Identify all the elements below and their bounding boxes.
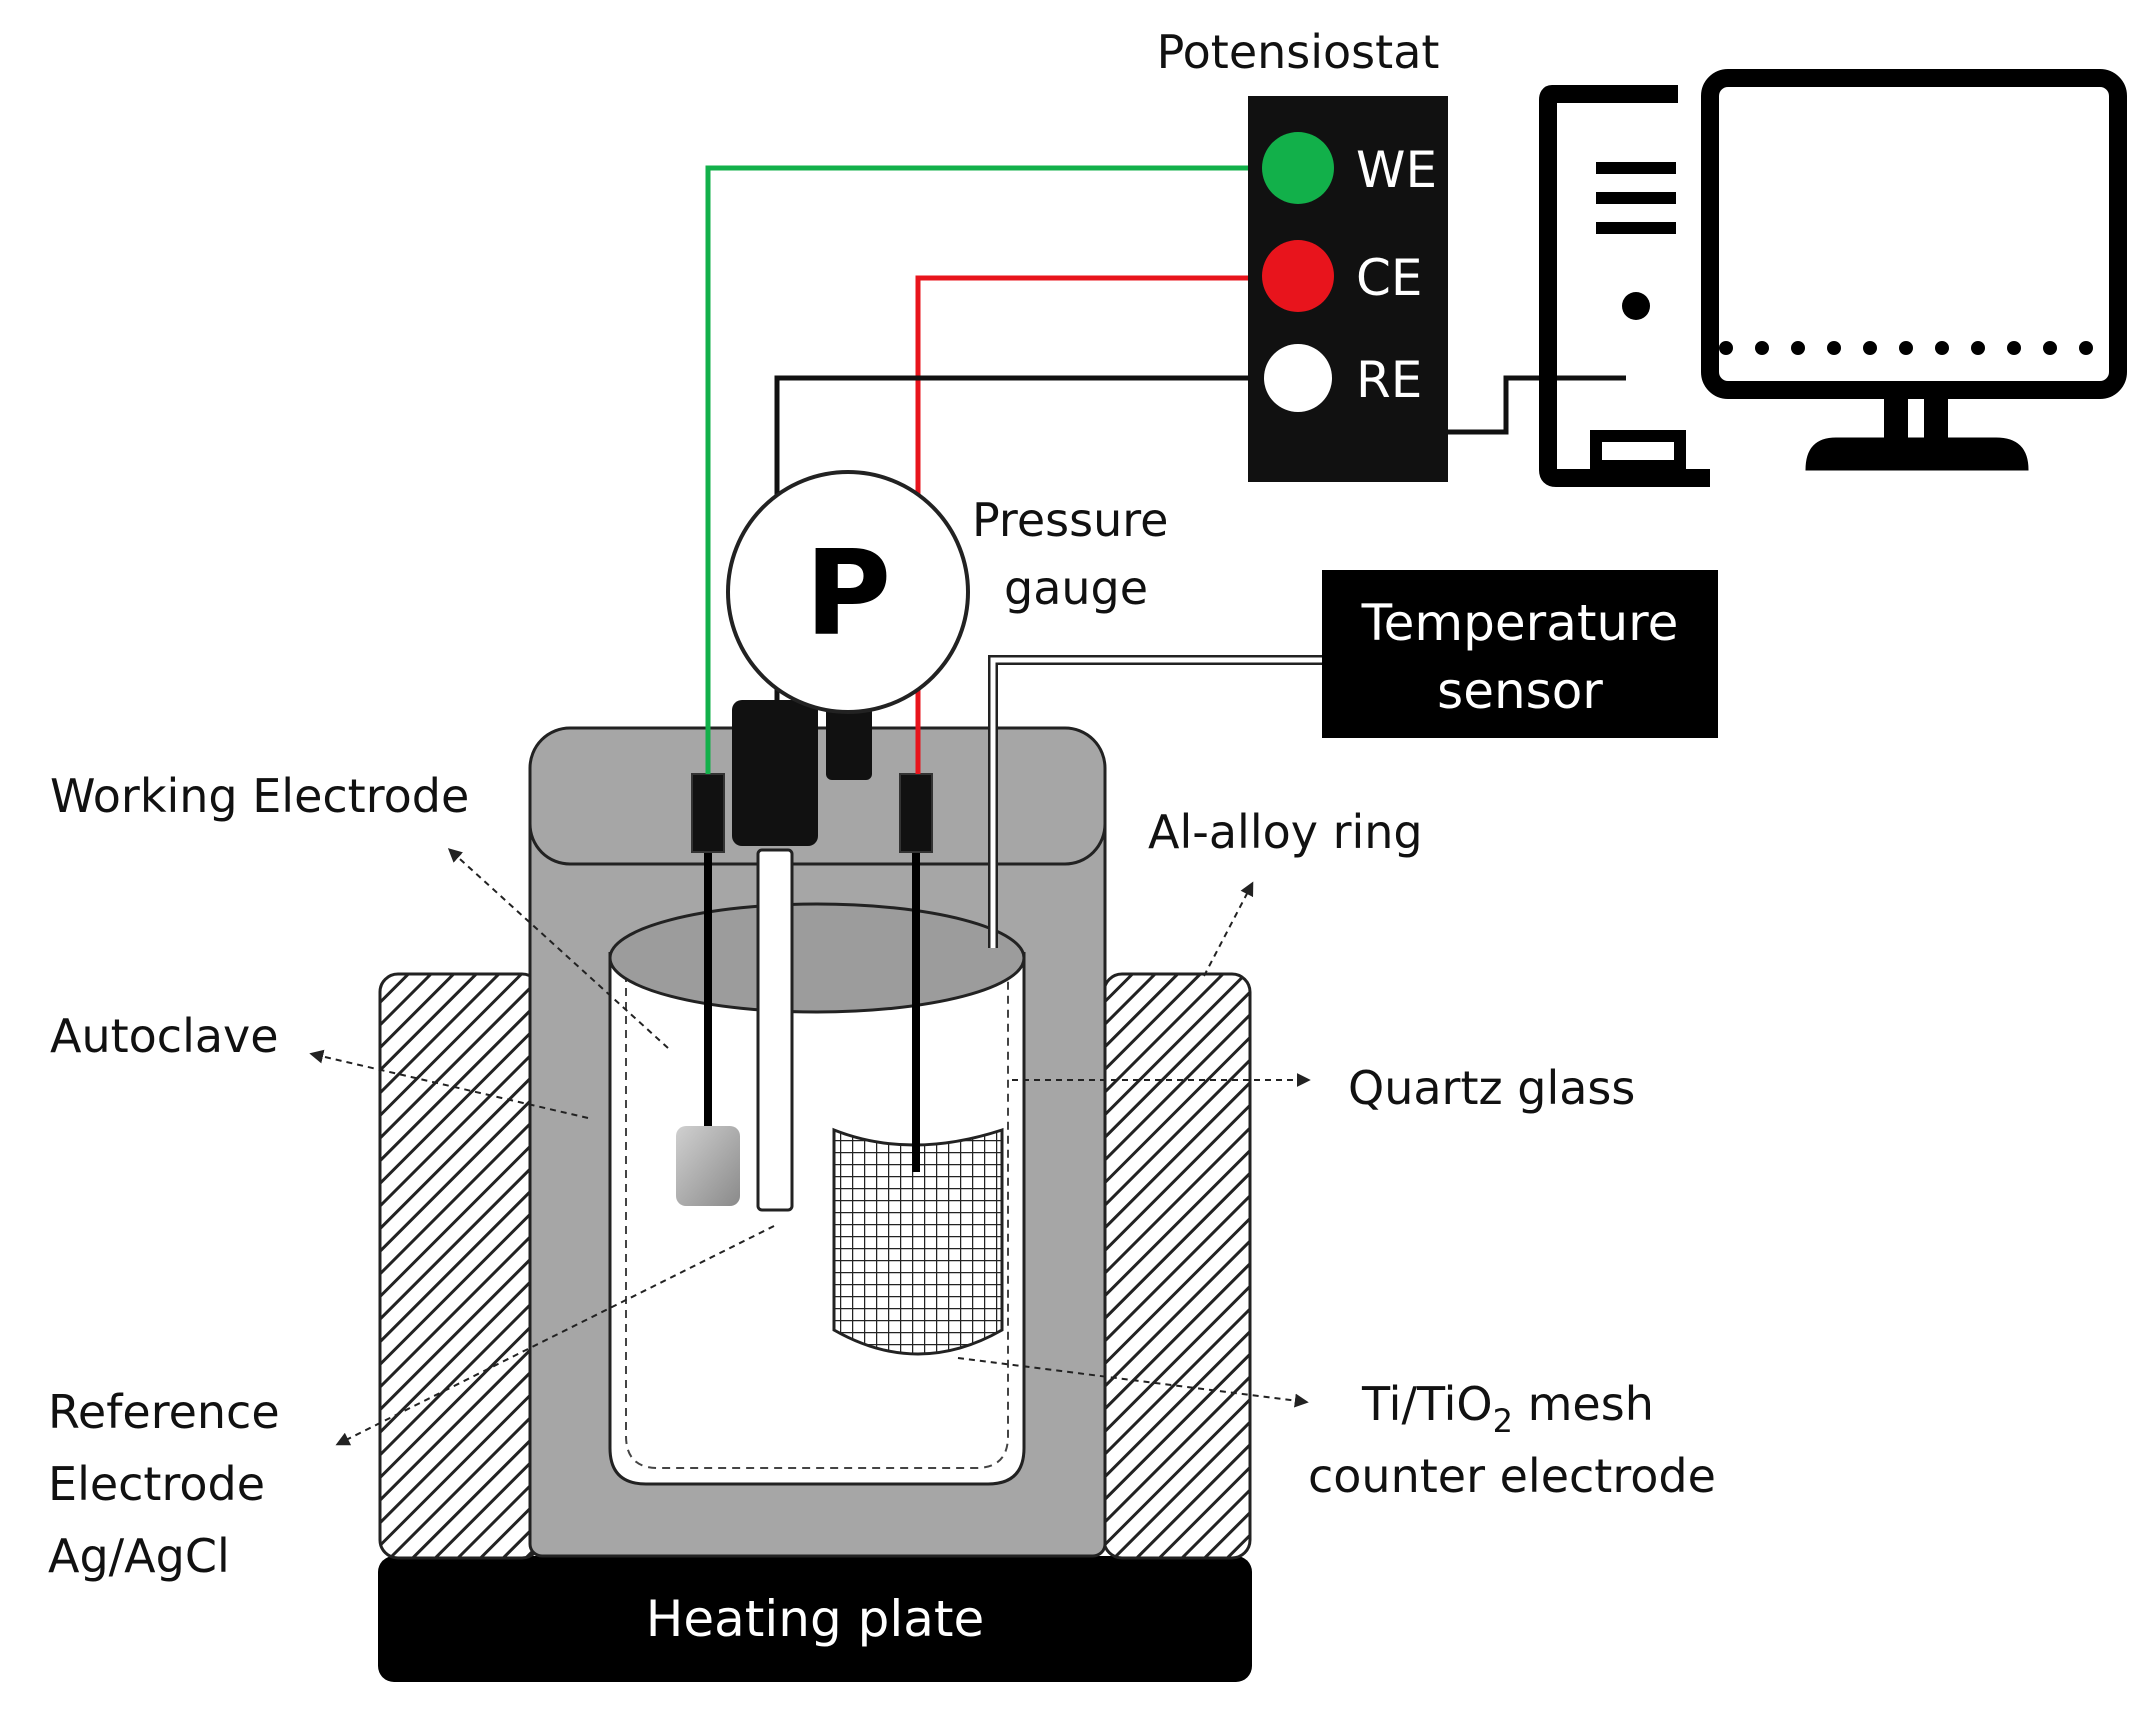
we-wire xyxy=(705,165,1296,774)
computer-icon xyxy=(1539,69,2127,487)
autoclave-label: Autoclave xyxy=(50,1009,279,1063)
heating-plate-label: Heating plate xyxy=(646,1590,984,1648)
reference-electrode-label-line3: Ag/AgCl xyxy=(48,1529,230,1583)
heater-right xyxy=(1102,972,1252,1560)
temperature-sensor: Temperature sensor xyxy=(1322,570,1718,738)
autoclave-pointer xyxy=(309,1049,589,1119)
re-terminal xyxy=(1264,344,1332,412)
counter-electrode-label-line1: Ti/TiO2 mesh xyxy=(1361,1377,1654,1440)
potentiostat-label: Potensiostat xyxy=(1157,25,1440,79)
reference-electrode-tube xyxy=(756,848,794,1212)
we-terminal xyxy=(1262,132,1334,204)
pressure-gauge-label-line1: Pressure xyxy=(972,493,1168,547)
ce-terminal xyxy=(1262,240,1334,312)
ce-connector xyxy=(899,773,933,853)
pressure-gauge-label-line2: gauge xyxy=(1004,561,1148,615)
counter-electrode-pointer xyxy=(957,1357,1309,1408)
pc-cable xyxy=(1448,375,1626,435)
heater-left xyxy=(378,972,542,1560)
reference-electrode-label-line2: Electrode xyxy=(48,1457,265,1511)
potentiostat: WE CE RE xyxy=(1248,96,1448,482)
reference-fitting xyxy=(732,700,818,846)
temperature-sensor-label-line1: Temperature xyxy=(1361,594,1679,652)
heating-plate: Heating plate xyxy=(378,1556,1252,1682)
we-connector xyxy=(691,773,725,853)
counter-electrode-label-line2: counter electrode xyxy=(1308,1449,1716,1503)
quartz-glass-label: Quartz glass xyxy=(1348,1061,1635,1115)
temperature-sensor-label-line2: sensor xyxy=(1437,662,1603,720)
ce-terminal-label: CE xyxy=(1356,249,1423,307)
re-terminal-label: RE xyxy=(1356,351,1422,409)
reference-electrode-label-line1: Reference xyxy=(48,1385,280,1439)
reference-electrode-pointer xyxy=(335,1225,775,1446)
mesh-counter-electrode xyxy=(832,1127,1004,1356)
pressure-gauge: P xyxy=(726,470,970,714)
working-electrode-pointer xyxy=(447,848,669,1049)
working-electrode-sample xyxy=(676,1126,740,1206)
working-electrode-label: Working Electrode xyxy=(50,769,469,823)
gauge-symbol: P xyxy=(805,524,891,662)
gauge-fitting xyxy=(826,700,872,780)
we-terminal-label: WE xyxy=(1356,141,1437,199)
al-alloy-ring-label: Al-alloy ring xyxy=(1148,805,1423,859)
al-alloy-ring-pointer xyxy=(1203,881,1254,977)
